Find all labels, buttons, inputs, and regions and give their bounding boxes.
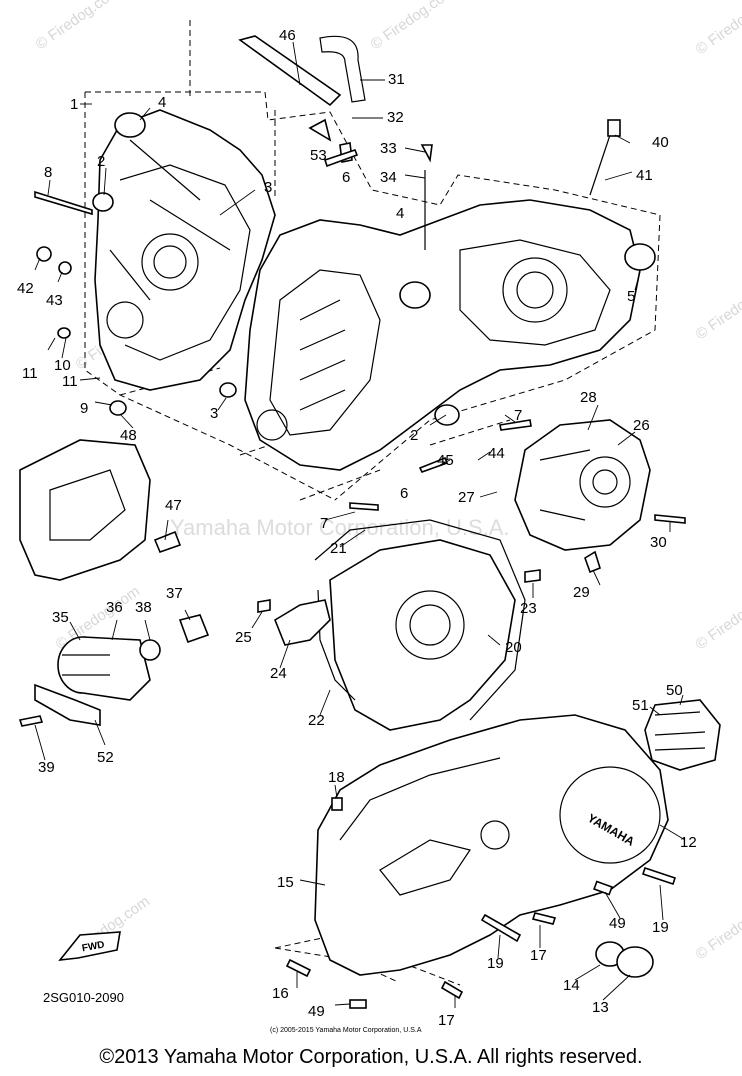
- label-6: 6: [342, 169, 350, 186]
- label-38: 38: [135, 599, 152, 616]
- fwd-arrow-icon: FWD: [58, 931, 121, 962]
- label-10: 10: [54, 357, 71, 374]
- label-49: 49: [609, 915, 626, 932]
- fwd-label: FWD: [81, 940, 105, 955]
- label-39: 39: [38, 759, 55, 776]
- label-41: 41: [636, 167, 653, 184]
- label-18: 18: [328, 769, 345, 786]
- label-12: 12: [680, 834, 697, 851]
- label-14: 14: [563, 977, 580, 994]
- label-8: 8: [44, 164, 52, 181]
- label-4: 4: [158, 94, 166, 111]
- label-32: 32: [387, 109, 404, 126]
- label-40: 40: [652, 134, 669, 151]
- plugs-13-14: [595, 941, 654, 978]
- label-11b: 11: [62, 373, 78, 390]
- label-49b: 49: [308, 1003, 325, 1020]
- crankcase-cover-12: YAMAHA: [314, 714, 669, 976]
- label-9: 9: [80, 400, 88, 417]
- side-cover-26: [514, 419, 651, 551]
- label-17b: 17: [438, 1012, 455, 1029]
- watermark: © Firedog.com: [693, 893, 742, 963]
- center-watermark: Yamaha Motor Corporation, U.S.A.: [170, 515, 510, 540]
- label-13: 13: [592, 999, 609, 1016]
- label-26: 26: [633, 417, 650, 434]
- left-crankcase: [94, 109, 276, 391]
- label-19: 19: [487, 955, 504, 972]
- right-crankcase: [244, 199, 641, 471]
- label-2: 2: [97, 153, 105, 170]
- watermark: © Firedog.com: [693, 0, 742, 58]
- label-7: 7: [514, 407, 522, 424]
- watermark: © Firedog.com: [33, 0, 124, 53]
- label-16: 16: [272, 985, 289, 1002]
- label-19b: 19: [652, 919, 669, 936]
- part-code: 2SG010-2090: [43, 990, 124, 1005]
- cover-47: [19, 439, 182, 581]
- watermark: © Firedog.com: [693, 583, 742, 653]
- bracket-24: [274, 599, 331, 646]
- label-24: 24: [270, 665, 287, 682]
- label-20: 20: [505, 639, 522, 656]
- label-30: 30: [650, 534, 667, 551]
- label-15: 15: [277, 874, 294, 891]
- label-11: 11: [22, 365, 38, 382]
- dowels: [331, 797, 613, 1009]
- label-37: 37: [166, 585, 183, 602]
- label-34: 34: [380, 169, 397, 186]
- watermark: © Firedog.com: [693, 273, 742, 343]
- label-44: 44: [488, 445, 505, 462]
- part-labels: 1 2 2 3 3 4 4 5 6 6 7 7 8 9 10 11 11 12 …: [17, 27, 697, 1029]
- leader-lines: [34, 41, 686, 1008]
- copyright-footer: ©2013 Yamaha Motor Corporation, U.S.A. A…: [99, 1046, 643, 1068]
- label-53: 53: [310, 147, 327, 164]
- label-36: 36: [106, 599, 123, 616]
- label-31: 31: [388, 71, 405, 88]
- label-43: 43: [46, 292, 63, 309]
- small-parts-top: [34, 35, 656, 426]
- label-3b: 3: [210, 405, 218, 422]
- label-25: 25: [235, 629, 252, 646]
- label-35: 35: [52, 609, 69, 626]
- label-22: 22: [308, 712, 325, 729]
- watermark: © Firedog.com: [368, 0, 459, 53]
- label-45: 45: [437, 452, 454, 469]
- label-46: 46: [279, 27, 296, 44]
- label-52: 52: [97, 749, 114, 766]
- label-23: 23: [520, 600, 537, 617]
- label-28: 28: [580, 389, 597, 406]
- label-1: 1: [70, 96, 78, 113]
- label-47: 47: [165, 497, 182, 514]
- label-29: 29: [573, 584, 590, 601]
- label-33: 33: [380, 140, 397, 157]
- cover-20: [314, 519, 526, 731]
- label-42: 42: [17, 280, 34, 297]
- bolts: [257, 149, 686, 1000]
- label-5: 5: [627, 288, 635, 305]
- label-27: 27: [458, 489, 475, 506]
- label-2b: 2: [410, 427, 418, 444]
- label-50: 50: [666, 682, 683, 699]
- label-48: 48: [120, 427, 137, 444]
- label-6b: 6: [400, 485, 408, 502]
- label-3: 3: [264, 179, 272, 196]
- label-7b: 7: [320, 515, 328, 532]
- small-print: (c) 2005-2015 Yamaha Motor Corporation, …: [270, 1027, 422, 1034]
- air-duct-50: [644, 699, 721, 771]
- label-21: 21: [330, 540, 347, 557]
- label-17: 17: [530, 947, 547, 964]
- label-51: 51: [632, 697, 649, 714]
- label-4b: 4: [396, 205, 404, 222]
